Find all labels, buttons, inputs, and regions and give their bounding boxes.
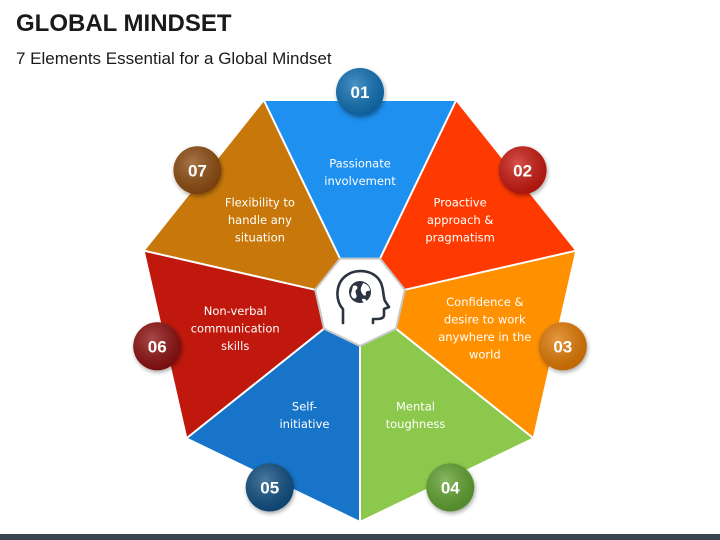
badge-07: 07: [173, 146, 222, 195]
segment-label-line: Self-: [292, 400, 317, 414]
footer-bar: [0, 534, 720, 540]
badge-number: 03: [553, 337, 572, 356]
badge-04: 04: [426, 463, 475, 512]
segment-label-line: approach &: [427, 213, 493, 227]
page-title: GLOBAL MINDSET: [16, 10, 232, 37]
segment-label-02: Proactive approach & pragmatism: [425, 196, 495, 245]
badge-number: 01: [351, 83, 370, 102]
segment-01: [263, 100, 457, 259]
segment-label-05: Self-initiative: [279, 400, 329, 432]
segment-label-03: Confidence & desire to work anywhere in th…: [438, 295, 531, 362]
segment-label-line: desire to work: [444, 313, 526, 327]
segment-05: [186, 328, 360, 522]
segment-label-line: handle any: [228, 213, 292, 227]
segment-label-07: Flexibility to handle any situation: [225, 196, 295, 245]
badge-number: 02: [513, 161, 532, 180]
segment-label-line: Flexibility to: [225, 196, 295, 210]
segment-label-line: communication: [191, 322, 280, 336]
segment-divider: [379, 99, 458, 260]
segment-divider: [143, 249, 316, 291]
segment-label-line: initiative: [279, 417, 329, 431]
segment-label-line: anywhere in the: [438, 330, 531, 344]
segment-divider: [404, 249, 577, 291]
segment-label-line: Confidence &: [446, 295, 523, 309]
badge-shade: [498, 146, 547, 195]
badge-02: 02: [498, 146, 547, 195]
segment-label-01: Passionate involvement: [324, 156, 396, 188]
badge-shade: [336, 68, 384, 116]
segment-label-line: toughness: [386, 417, 446, 431]
badge-shade: [245, 463, 294, 512]
badge-number: 05: [260, 478, 279, 497]
segment-label-line: Non-verbal: [204, 304, 267, 318]
badge-shade: [133, 322, 182, 371]
segment-06: [143, 250, 324, 439]
segment-07: [143, 100, 340, 290]
badge-05: 05: [245, 463, 294, 512]
segment-label-line: situation: [235, 231, 285, 245]
segment-label-line: pragmatism: [425, 231, 495, 245]
badge-shade: [426, 463, 475, 512]
head-globe-icon: [336, 269, 391, 325]
badge-number: 07: [188, 161, 207, 180]
badge-shade: [538, 322, 587, 371]
segment-label-line: skills: [221, 339, 249, 353]
segment-label-line: Passionate: [329, 156, 391, 170]
badge-06: 06: [133, 322, 182, 371]
segment-04: [360, 328, 534, 522]
segment-label-06: Non-verbal communication skills: [191, 304, 280, 353]
badge-03: 03: [538, 322, 587, 371]
segment-label-04: Mental toughness: [386, 400, 446, 432]
segment-label-line: involvement: [324, 174, 396, 188]
segment-divider: [185, 327, 325, 440]
center-hub: [314, 257, 406, 348]
segment-02: [380, 100, 577, 290]
page-subtitle: 7 Elements Essential for a Global Mindse…: [16, 49, 332, 68]
segment-label-line: world: [469, 348, 501, 362]
segment-label-line: Mental: [396, 400, 435, 414]
badge-number: 04: [441, 478, 460, 497]
badge-01: 01: [336, 68, 384, 116]
segment-divider: [395, 327, 535, 440]
segment-03: [396, 250, 577, 439]
segment-label-line: Proactive: [433, 196, 486, 210]
badge-number: 06: [148, 337, 167, 356]
segment-divider: [262, 99, 341, 260]
badge-shade: [173, 146, 222, 195]
